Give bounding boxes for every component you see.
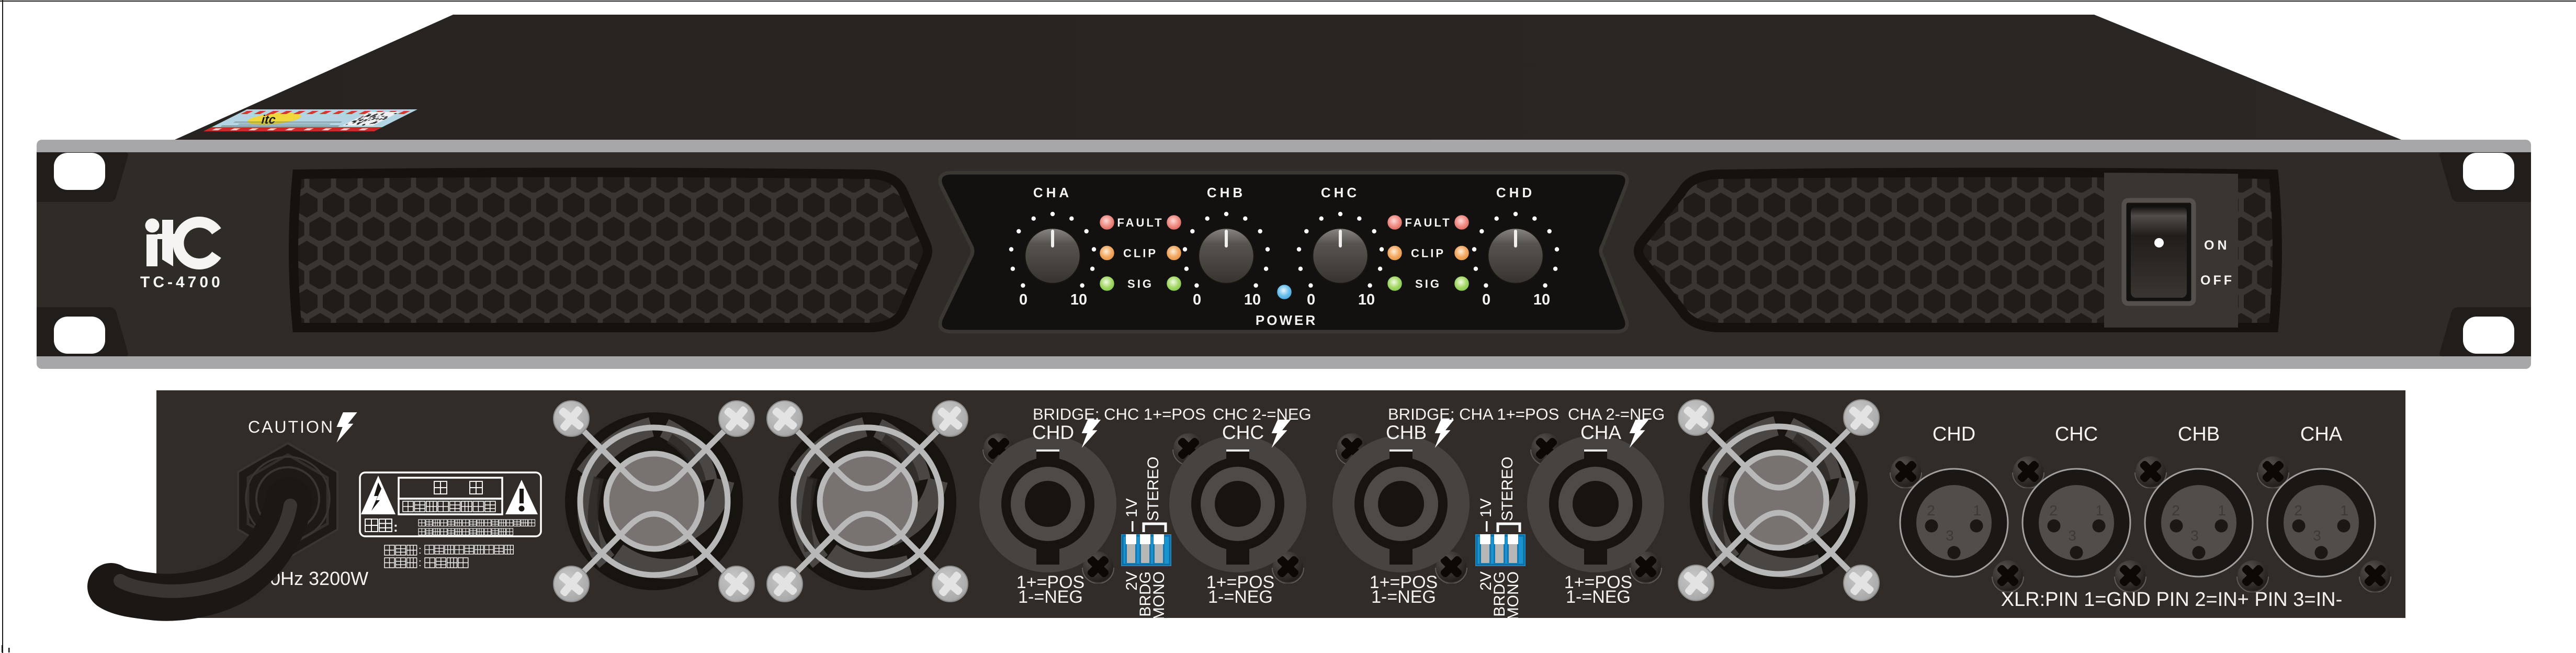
svg-text:MONO: MONO <box>1150 571 1168 620</box>
svg-text:TC-4700: TC-4700 <box>140 274 223 291</box>
svg-text:1+=POS: 1+=POS <box>1564 572 1632 592</box>
svg-text:CHC 2-=NEG: CHC 2-=NEG <box>1213 405 1312 423</box>
svg-text:STEREO: STEREO <box>1499 457 1516 521</box>
svg-text:BRIDGE: CHA 1+=POS: BRIDGE: CHA 1+=POS <box>1388 405 1559 423</box>
svg-text:CAUTION: CAUTION <box>248 418 334 436</box>
svg-text:1+=POS: 1+=POS <box>1206 572 1274 592</box>
svg-text:1-=NEG: 1-=NEG <box>1018 587 1083 607</box>
svg-text:0: 0 <box>1193 291 1201 308</box>
svg-text:1-=NEG: 1-=NEG <box>1208 587 1273 607</box>
svg-text:FAULT: FAULT <box>1405 216 1451 229</box>
svg-text:CHA: CHA <box>1580 422 1621 443</box>
svg-text:0: 0 <box>1482 291 1490 308</box>
svg-text:1V: 1V <box>1477 498 1495 517</box>
svg-text:CHB: CHB <box>1207 185 1246 200</box>
svg-text:CHA: CHA <box>1033 185 1072 200</box>
svg-text:CHB: CHB <box>1386 422 1427 443</box>
svg-text:CHD: CHD <box>1032 422 1074 443</box>
svg-text:CHC: CHC <box>2055 423 2098 445</box>
svg-text:CHA: CHA <box>2300 423 2343 445</box>
svg-text:10: 10 <box>1533 291 1550 308</box>
svg-text:10: 10 <box>1244 291 1261 308</box>
svg-text:STEREO: STEREO <box>1145 457 1162 521</box>
svg-text:1V: 1V <box>1123 498 1140 517</box>
svg-text:CHB: CHB <box>2178 423 2220 445</box>
svg-text:BRIDGE: CHC 1+=POS: BRIDGE: CHC 1+=POS <box>1033 405 1206 423</box>
svg-text:1+=POS: 1+=POS <box>1016 572 1084 592</box>
svg-text:ON: ON <box>2204 238 2230 253</box>
svg-text:0Hz 3200W: 0Hz 3200W <box>270 568 368 589</box>
svg-text:BRDG: BRDG <box>1137 571 1154 617</box>
svg-text::: : <box>419 557 422 569</box>
svg-text:1-=NEG: 1-=NEG <box>1371 587 1436 607</box>
svg-text:CLIP: CLIP <box>1411 247 1445 260</box>
svg-text:2V: 2V <box>1477 571 1495 591</box>
svg-text:MONO: MONO <box>1505 571 1522 620</box>
svg-text:10: 10 <box>1358 291 1375 308</box>
svg-text::: : <box>419 545 422 556</box>
svg-text:0: 0 <box>1307 291 1315 308</box>
svg-text:2V: 2V <box>1123 571 1140 591</box>
svg-text:CHD: CHD <box>1933 423 1975 445</box>
svg-text:SIG: SIG <box>1415 277 1441 290</box>
svg-text:CHA 2-=NEG: CHA 2-=NEG <box>1568 405 1665 423</box>
svg-text:CHC: CHC <box>1321 185 1360 200</box>
svg-text:OFF: OFF <box>2200 273 2234 288</box>
svg-text:10: 10 <box>1070 291 1087 308</box>
svg-text:XLR:PIN 1=GND PIN 2=IN+ PIN 3=: XLR:PIN 1=GND PIN 2=IN+ PIN 3=IN- <box>2001 589 2343 611</box>
svg-text:SIG: SIG <box>1127 277 1154 290</box>
svg-text:CHD: CHD <box>1496 185 1535 200</box>
svg-text:BRDG: BRDG <box>1491 571 1508 617</box>
svg-text:1-=NEG: 1-=NEG <box>1566 587 1631 607</box>
svg-text:CHC: CHC <box>1222 422 1264 443</box>
svg-text:0: 0 <box>1019 291 1027 308</box>
svg-text::: : <box>393 519 398 535</box>
svg-text:CLIP: CLIP <box>1123 247 1158 260</box>
svg-text:POWER: POWER <box>1256 312 1317 328</box>
svg-text:FAULT: FAULT <box>1117 216 1163 229</box>
svg-text:1+=POS: 1+=POS <box>1370 572 1438 592</box>
